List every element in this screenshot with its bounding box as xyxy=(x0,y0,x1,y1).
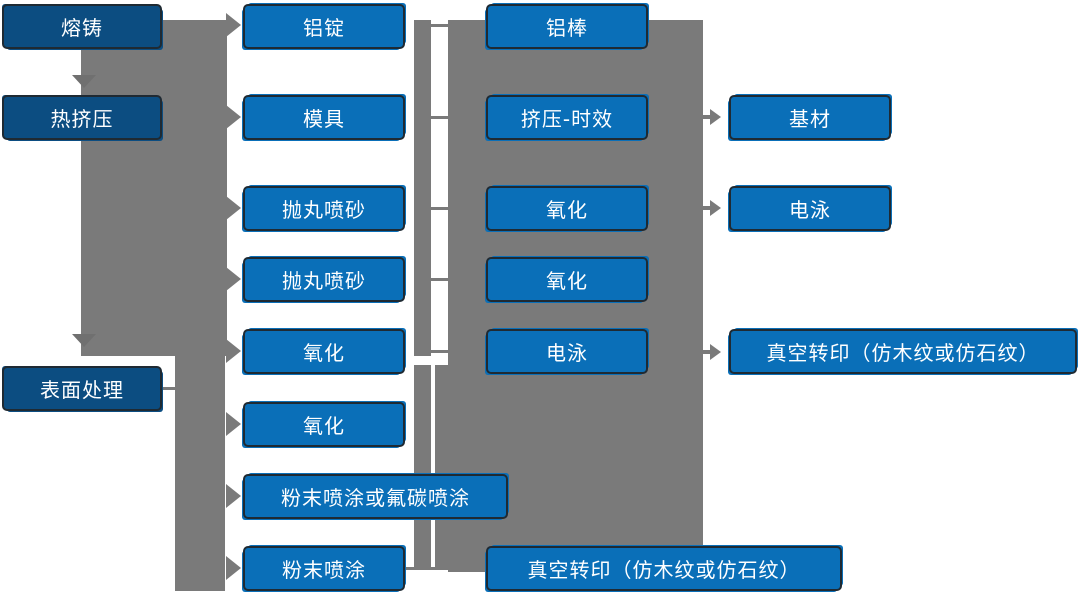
right-arrow-icon xyxy=(710,109,721,125)
node-oxidation-1: 氧化 xyxy=(243,329,405,374)
right-arrow-icon xyxy=(710,200,721,216)
connector-stub-surface xyxy=(162,387,177,390)
node-oxidation-4: 氧化 xyxy=(486,257,648,302)
node-extrusion-aging: 挤压-时效 xyxy=(486,95,648,140)
connector-strip-mid2-lower xyxy=(435,365,448,570)
connector-shaft-vac xyxy=(703,350,712,354)
node-shot-blasting-2: 抛丸喷砂 xyxy=(243,257,405,302)
node-aluminum-ingot: 铝锭 xyxy=(243,4,405,49)
node-oxidation-2: 氧化 xyxy=(243,402,405,447)
node-surface-treatment: 表面处理 xyxy=(2,366,162,411)
right-arrow-icon xyxy=(226,13,241,37)
connector-link-row5 xyxy=(430,350,449,353)
node-powder-coating: 粉末喷涂 xyxy=(243,546,405,591)
node-base-material: 基材 xyxy=(729,95,891,140)
connector-link-row1 xyxy=(430,24,449,27)
node-electrophoresis-1: 电泳 xyxy=(486,329,648,374)
node-vacuum-transfer-1: 真空转印（仿木纹或仿石纹） xyxy=(486,546,842,591)
connector-strip-mid-upper xyxy=(414,20,431,356)
right-arrow-icon xyxy=(710,344,721,360)
right-arrow-icon xyxy=(226,556,241,580)
connector-shaft-elec xyxy=(703,206,712,210)
right-arrow-icon xyxy=(226,339,241,363)
connector-band-surface xyxy=(175,352,225,591)
connector-link-bottom xyxy=(406,567,487,570)
right-arrow-icon xyxy=(226,105,241,129)
right-arrow-icon xyxy=(226,412,241,436)
connector-link-row4 xyxy=(430,278,449,281)
node-melting-casting: 熔铸 xyxy=(2,4,162,49)
connector-strip-mid-lower xyxy=(414,365,431,570)
node-electrophoresis-2: 电泳 xyxy=(729,186,891,231)
connector-link-row2 xyxy=(430,116,449,119)
node-aluminum-rod: 铝棒 xyxy=(486,4,648,49)
node-powder-or-fluorocarbon-coating: 粉末喷涂或氟碳喷涂 xyxy=(243,474,508,519)
node-vacuum-transfer-2: 真空转印（仿木纹或仿石纹） xyxy=(729,329,1077,374)
right-arrow-icon xyxy=(226,267,241,291)
connector-band-left xyxy=(81,20,227,356)
node-mold: 模具 xyxy=(243,95,405,140)
down-arrow-icon xyxy=(72,75,96,88)
connector-shaft-basemat xyxy=(703,115,712,119)
right-arrow-icon xyxy=(226,196,241,220)
connector-link-row3 xyxy=(430,207,449,210)
node-oxidation-3: 氧化 xyxy=(486,186,648,231)
node-hot-extrusion: 热挤压 xyxy=(2,95,162,140)
node-shot-blasting-1: 抛丸喷砂 xyxy=(243,186,405,231)
down-arrow-icon xyxy=(72,334,96,347)
right-arrow-icon xyxy=(226,484,241,508)
